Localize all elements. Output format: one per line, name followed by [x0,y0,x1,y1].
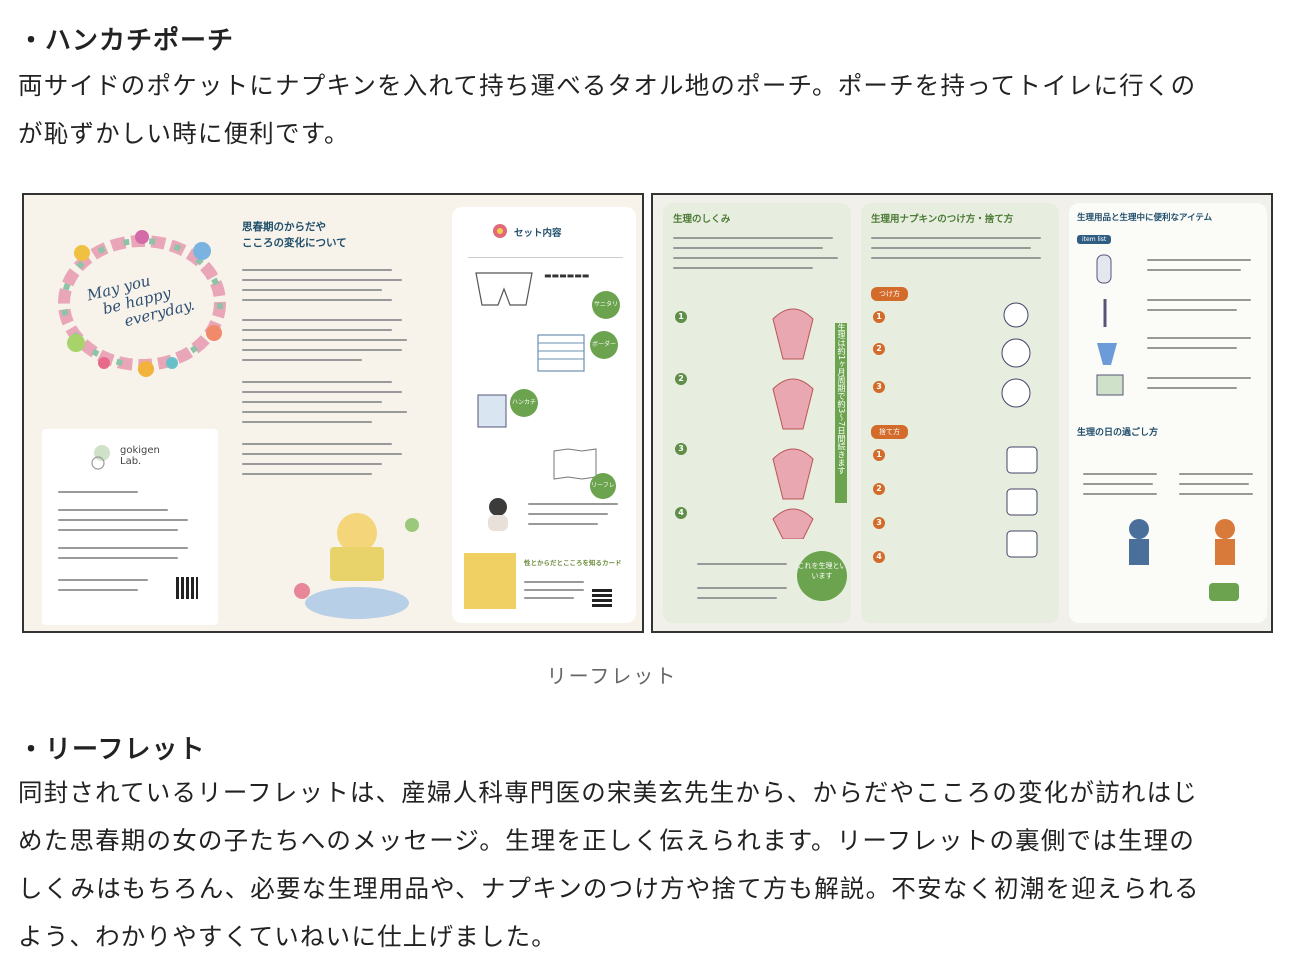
shorts-icon [475,272,533,306]
leaflet-icon [553,448,597,480]
uterus-diagram [772,308,814,539]
badge-dispose: 捨て方 [871,425,908,439]
item-list-tag: item list [1077,235,1112,244]
girl-reading-illustration [294,513,419,619]
paragraph-line: めた思春期の女の子たちへのメッセージ。生理を正しく伝えられます。リーフレットの裏… [18,826,1196,855]
disposal-illustrations [1006,446,1038,558]
border-pants-icon [537,334,585,372]
label-handkerchief-pouch: ハンカチポーチ [510,389,538,417]
column-napkin-howto: 生理用ナプキンのつけ方・捨て方 つけ方 1 2 3 捨て方 1 2 3 4 [861,203,1059,623]
intro-card: gokigen Lab. [42,429,218,625]
set-contents-title: セット内容 [514,228,562,239]
figure-caption: リーフレット [546,664,678,688]
photo-collage [464,553,516,609]
bubble: これを生理といいます [797,551,847,601]
paragraph-line: が恥ずかしい時に便利です。 [18,119,350,148]
paragraph-line: よう、わかりやすくていねいに仕上げました。 [18,922,557,951]
logo-icon [91,445,110,470]
col2-title: 生理用ナプキンのつけ方・捨て方 [871,214,1014,225]
paragraph-line: しくみはもちろん、必要な生理用品や、ナプキンのつけ方や捨て方も解説。不安なく初潮… [18,874,1200,903]
label-sanitary-shorts: サニタリーショーツ [592,291,620,319]
label-border-pants: ボーダーパンツ [590,331,618,359]
flower-icon [493,224,507,238]
napkin-illustrations [1001,302,1031,408]
daily-life-illustrations [1129,519,1239,601]
badge-attach: つけ方 [871,287,908,301]
cycle-bar: 生理は約1ヶ月周期で約3〜7日間続きます [835,323,847,503]
column-menstruation: 生理のしくみ 1 2 3 4 生理は約1ヶ月周期で約3〜7日間続きます これを生… [663,203,851,623]
leaflet-front-image: May you be happy everyday. 思春期のからだや こころの… [22,193,644,633]
section-heading-leaflet: ・リーフレット [18,735,206,765]
doctor-portrait-icon [488,498,508,531]
leaflet-back-image: 生理のしくみ 1 2 3 4 生理は約1ヶ月周期で約3〜7日間続きます これを生… [651,193,1273,633]
front-title: 思春期のからだや [242,221,326,233]
col1-title: 生理のしくみ [673,214,731,225]
paragraph-line: 両サイドのポケットにナプキンを入れて持ち運べるタオル地のポーチ。ポーチを持ってト… [18,71,1197,100]
column-items: 生理用品と生理中に便利なアイテム item list 生理の日の過ごし方 [1069,203,1267,623]
front-title-2: こころの変化について [242,237,347,249]
sanitary-items-icons [1096,254,1124,396]
paragraph-line: 同封されているリーフレットは、産婦人科専門医の宋美玄先生から、からだやこころの変… [18,778,1198,807]
flower-wreath-illustration [58,230,226,377]
label-leaflet: リーフレット [590,473,616,499]
logo-text: gokigen Lab. [120,445,160,467]
qr-code-icon [592,587,612,607]
cards-title: 性とからだとこころを知るカード [524,559,622,567]
col3-title-2: 生理の日の過ごし方 [1077,428,1159,438]
qr-code-icon [176,577,198,599]
col3-title: 生理用品と生理中に便利なアイテム [1077,213,1213,223]
section-heading-handkerchief-pouch: ・ハンカチポーチ [18,26,235,56]
set-contents-card: セット内容 ▬▬▬▬▬▬ サニタリーショーツ ボーダーパンツ ハンカチポーチ リ… [452,207,636,623]
pouch-icon [477,394,507,428]
